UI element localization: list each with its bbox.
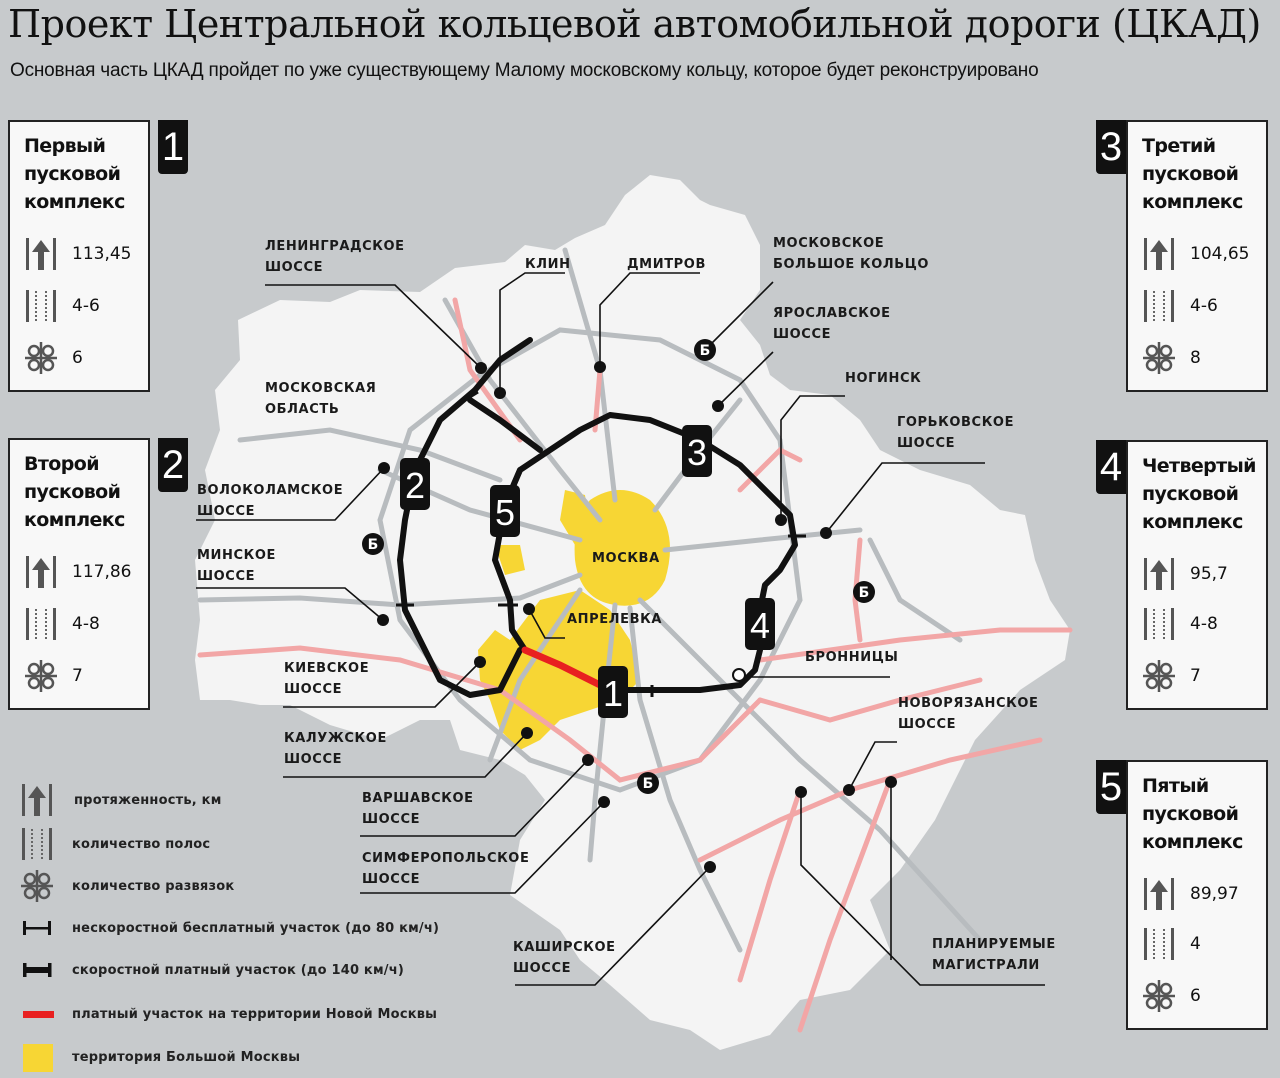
svg-text:5: 5 xyxy=(495,492,515,533)
label-minskoe: МИНСКОЕ ШОССЕ xyxy=(197,548,276,584)
lanes-icon xyxy=(22,828,52,860)
label-kaluzhskoe: КАЛУЖСКОЕ ШОССЕ xyxy=(284,731,387,767)
lanes-value: 4-6 xyxy=(1190,296,1218,316)
lanes-icon xyxy=(26,290,56,322)
complex-number-badge: 3 xyxy=(1096,120,1126,174)
label-kievskoe: КИЕВСКОЕ ШОССЕ xyxy=(284,661,370,697)
complex-card-1: 1 Первый пусковой комплекс 113,45 4-6 6 xyxy=(8,120,188,392)
svg-text:Б: Б xyxy=(368,537,379,553)
complex-title: Первый пусковой комплекс xyxy=(24,135,125,213)
label-dmitrov: ДМИТРОВ xyxy=(627,257,706,272)
length-arrow-icon xyxy=(26,556,56,588)
complex-number-badge: 2 xyxy=(158,438,188,492)
length-value: 104,65 xyxy=(1190,244,1250,264)
interchanges-value: 7 xyxy=(72,666,83,686)
lanes-icon xyxy=(1144,928,1174,960)
length-arrow-icon xyxy=(1144,238,1174,270)
label-simferopolskoe: СИМФЕРОПОЛЬСКОЕ ШОССЕ xyxy=(362,851,530,887)
interchange-icon xyxy=(25,342,57,374)
mbk-markers: Б Б Б Б xyxy=(362,339,875,794)
leader-lines xyxy=(196,272,1045,986)
interchange-icon xyxy=(1143,660,1175,692)
length-value: 117,86 xyxy=(72,562,132,582)
interchanges-value: 6 xyxy=(1190,986,1201,1006)
complex-title: Второй пусковой комплекс xyxy=(24,453,125,531)
label-gorkovskoe: ГОРЬКОВСКОЕ ШОССЕ xyxy=(897,415,1015,451)
length-arrow-icon xyxy=(26,238,56,270)
interchange-icon xyxy=(1143,980,1175,1012)
planned-roads xyxy=(197,297,1073,1033)
bronnitsy-marker xyxy=(732,668,746,682)
label-kashirskoe: КАШИРСКОЕ ШОССЕ xyxy=(513,940,616,976)
legend-item-interchanges: количество развязок xyxy=(20,868,234,904)
complex-number-badge: 4 xyxy=(1096,440,1126,494)
legend-item-length: протяженность, км xyxy=(20,782,221,818)
label-volokolamskoe: ВОЛОКОЛАМСКОЕ ШОССЕ xyxy=(197,483,344,519)
lanes-value: 4-8 xyxy=(1190,614,1218,634)
interchange-icon xyxy=(21,870,53,902)
interchange-icon xyxy=(25,660,57,692)
lanes-icon xyxy=(1144,608,1174,640)
lanes-value: 4 xyxy=(1190,934,1201,954)
legend-item-greater-moscow: территория Большой Москвы xyxy=(20,1042,300,1072)
lanes-icon xyxy=(26,608,56,640)
label-noginsk: НОГИНСК xyxy=(845,371,922,386)
label-planned: ПЛАНИРУЕМЫЕ МАГИСТРАЛИ xyxy=(932,937,1056,973)
length-value: 95,7 xyxy=(1190,564,1228,584)
label-oblast: МОСКОВСКАЯ ОБЛАСТЬ xyxy=(265,381,377,417)
red-segment-icon xyxy=(23,1011,54,1018)
length-arrow-icon xyxy=(22,784,52,816)
lanes-value: 4-8 xyxy=(72,614,100,634)
label-varshavskoe: ВАРШАВСКОЕ ШОССЕ xyxy=(362,791,474,827)
label-mbk: МОСКОВСКОЕ БОЛЬШОЕ КОЛЬЦО xyxy=(773,236,930,272)
complex-title: Пятый пусковой комплекс xyxy=(1142,775,1243,853)
complex-card-5: 5 Пятый пусковой комплекс 89,97 4 6 xyxy=(1096,760,1268,1030)
lanes-icon xyxy=(1144,290,1174,322)
legend-item-thin-segment: нескоростной бесплатный участок (до 80 к… xyxy=(20,918,439,938)
label-novoryazanskoe: НОВОРЯЗАНСКОЕ ШОССЕ xyxy=(898,696,1039,732)
label-klin: КЛИН xyxy=(525,257,571,272)
legend-item-thick-segment: скоростной платный участок (до 140 км/ч) xyxy=(20,960,404,980)
svg-text:2: 2 xyxy=(405,465,425,506)
toll-new-moscow-segment xyxy=(521,646,604,689)
complex-card-2: 2 Второй пусковой комплекс 117,86 4-8 7 xyxy=(8,438,188,710)
svg-text:Б: Б xyxy=(643,776,654,792)
complex-title: Третий пусковой комплекс xyxy=(1142,135,1243,213)
section-ticks xyxy=(396,390,806,697)
length-value: 113,45 xyxy=(72,244,132,264)
svg-text:Б: Б xyxy=(859,585,870,601)
complex-number-badge: 1 xyxy=(158,120,188,174)
section-number-markers: 1 2 3 4 5 xyxy=(400,425,775,718)
label-bronnitsy: БРОННИЦЫ xyxy=(805,650,899,665)
complex-title: Четвертый пусковой комплекс xyxy=(1142,455,1256,533)
thick-segment-icon xyxy=(23,963,52,977)
complex-number-badge: 5 xyxy=(1096,760,1126,814)
legend-item-lanes: количество полос xyxy=(20,826,210,862)
svg-text:1: 1 xyxy=(603,673,623,714)
page-subtitle: Основная часть ЦКАД пройдет по уже сущес… xyxy=(10,60,1039,81)
label-aprelevka: АПРЕЛЕВКА xyxy=(567,612,663,627)
label-moskva: МОСКВА xyxy=(592,551,660,566)
svg-text:3: 3 xyxy=(687,432,707,473)
length-arrow-icon xyxy=(1144,878,1174,910)
length-value: 89,97 xyxy=(1190,884,1239,904)
complex-card-3: 3 Третий пусковой комплекс 104,65 4-6 8 xyxy=(1096,120,1268,392)
legend-item-toll-new-moscow: платный участок на территории Новой Моск… xyxy=(20,1004,437,1024)
lanes-value: 4-6 xyxy=(72,296,100,316)
page-title: Проект Центральной кольцевой автомобильн… xyxy=(8,2,1261,46)
thin-segment-icon xyxy=(23,921,51,935)
interchanges-value: 6 xyxy=(72,348,83,368)
complex-card-4: 4 Четвертый пусковой комплекс 95,7 4-8 7 xyxy=(1096,440,1268,710)
svg-text:4: 4 xyxy=(750,605,770,646)
interchanges-value: 8 xyxy=(1190,348,1201,368)
svg-text:Б: Б xyxy=(700,343,711,359)
interchange-icon xyxy=(1143,342,1175,374)
interchanges-value: 7 xyxy=(1190,666,1201,686)
label-leningradskoe: ЛЕНИНГРАДСКОЕ ШОССЕ xyxy=(265,239,405,275)
length-arrow-icon xyxy=(1144,558,1174,590)
label-yaroslavskoe: ЯРОСЛАВСКОЕ ШОССЕ xyxy=(773,306,891,342)
yellow-area-icon xyxy=(23,1044,53,1072)
